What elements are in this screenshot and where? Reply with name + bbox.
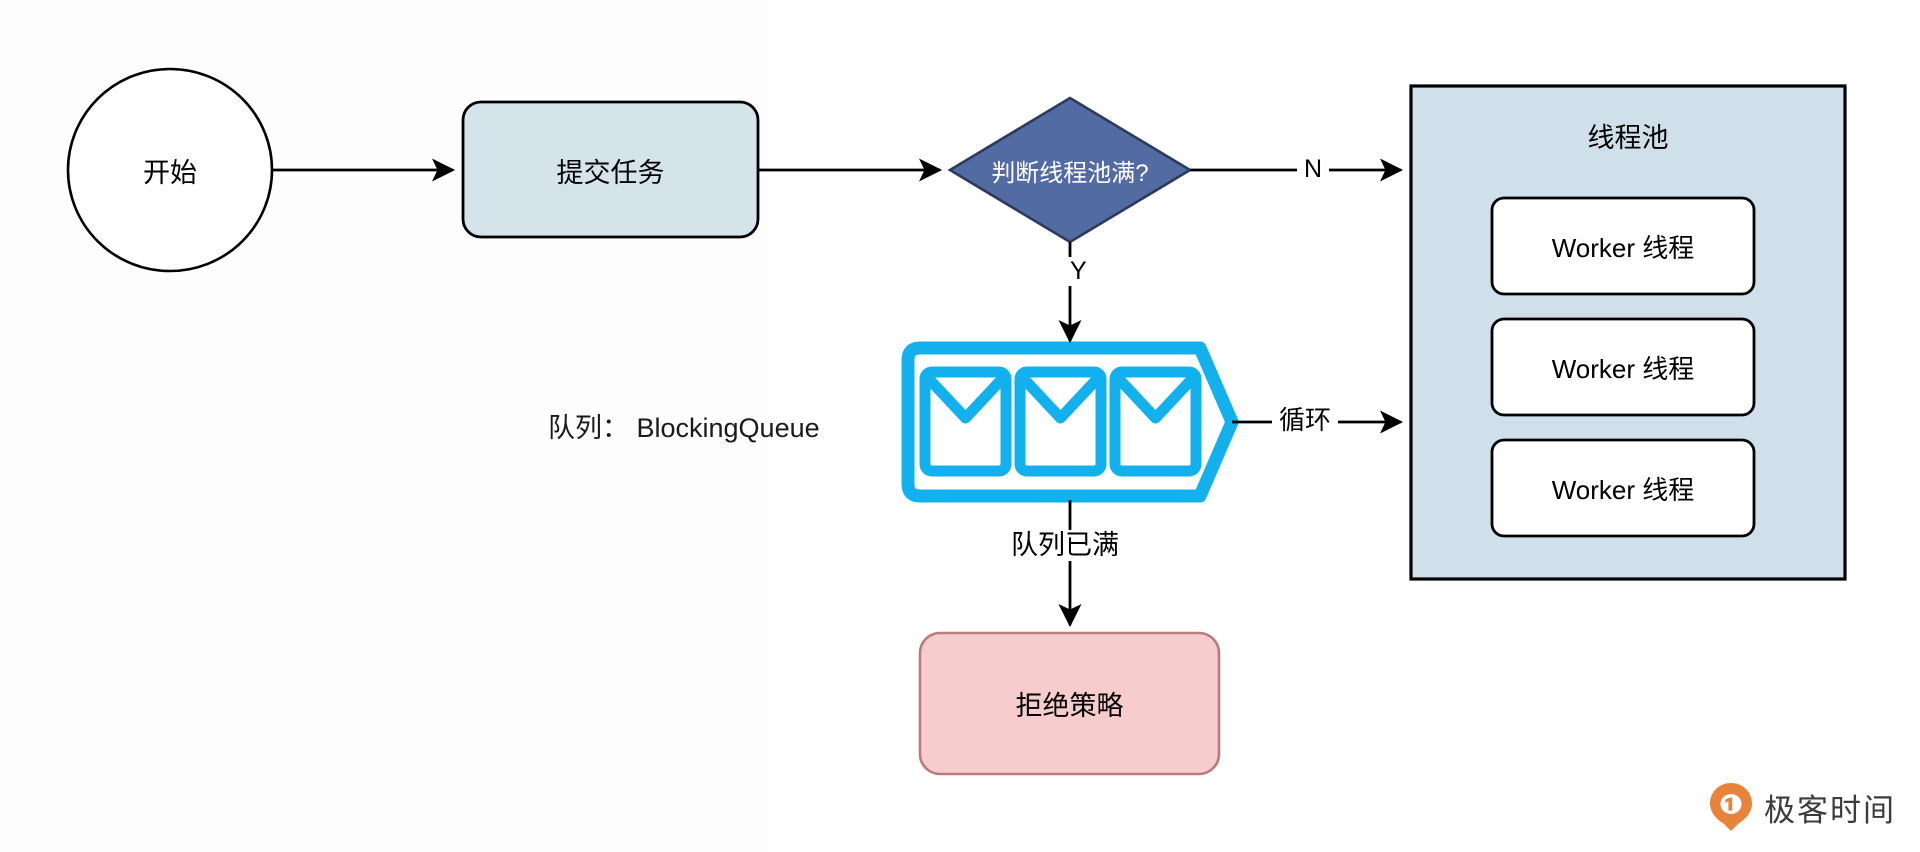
edge-label-loop: 循环 — [1272, 405, 1339, 435]
watermark-brand-text: 极客时间 — [1764, 792, 1896, 828]
reject-policy-node-shape[interactable] — [918, 631, 1221, 776]
queue-node-shape[interactable] — [901, 341, 1239, 503]
envelope-icon — [1109, 366, 1202, 477]
envelope-icon — [919, 366, 1012, 477]
queue-caption-label: 队列： BlockingQueue — [548, 413, 820, 443]
worker-box-shape[interactable] — [1490, 438, 1756, 538]
worker-box-shape[interactable] — [1490, 196, 1756, 296]
geektime-pin-logo-icon — [1710, 783, 1752, 831]
edge-label-queue-full: 队列已满 — [1003, 530, 1127, 561]
envelope-icon — [1014, 366, 1107, 477]
edge-label-n: N — [1297, 155, 1330, 184]
submit-task-node-shape[interactable] — [461, 100, 760, 239]
start-node-shape[interactable] — [66, 67, 274, 273]
queue-envelope-icons — [919, 366, 1202, 477]
worker-box-shape[interactable] — [1490, 317, 1756, 417]
edge-label-y: Y — [1064, 257, 1093, 286]
decision-node-shape[interactable] — [947, 96, 1193, 244]
watermark: 极客时间 — [1708, 782, 1896, 832]
